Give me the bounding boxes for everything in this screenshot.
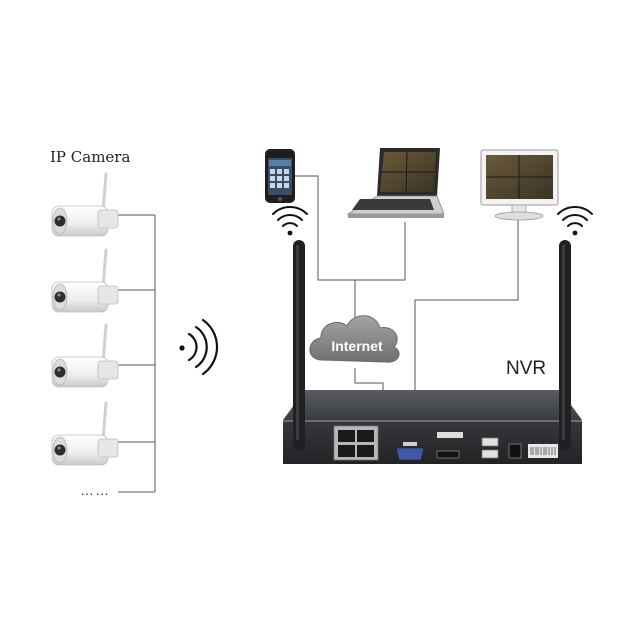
internet-cloud-icon [309, 315, 400, 363]
antenna-signal-icon [272, 205, 308, 236]
more-cameras-ellipsis: …… [80, 482, 110, 498]
nvr-device [283, 240, 582, 464]
lan-ports [333, 425, 379, 461]
monitor-icon [480, 149, 559, 221]
camera-list [51, 172, 119, 466]
smartphone-icon [265, 149, 295, 203]
nvr-label: NVR [506, 358, 546, 379]
ip-camera-icon [51, 323, 119, 388]
power-port [508, 443, 522, 459]
ip-camera-icon [51, 248, 119, 313]
antenna-signal-icon [557, 205, 593, 236]
vga-port [395, 442, 425, 461]
internet-label: Internet [331, 338, 383, 354]
hdmi-port [436, 432, 463, 459]
laptop-icon [346, 148, 445, 218]
camera-wiring [118, 214, 156, 493]
ip-camera-icon [51, 401, 119, 466]
usb-ports [481, 437, 499, 459]
ip-camera-icon [51, 172, 119, 237]
wifi-signal-icon [179, 318, 219, 376]
ip-camera-label: IP Camera [50, 148, 130, 166]
serial-sticker [528, 444, 558, 458]
